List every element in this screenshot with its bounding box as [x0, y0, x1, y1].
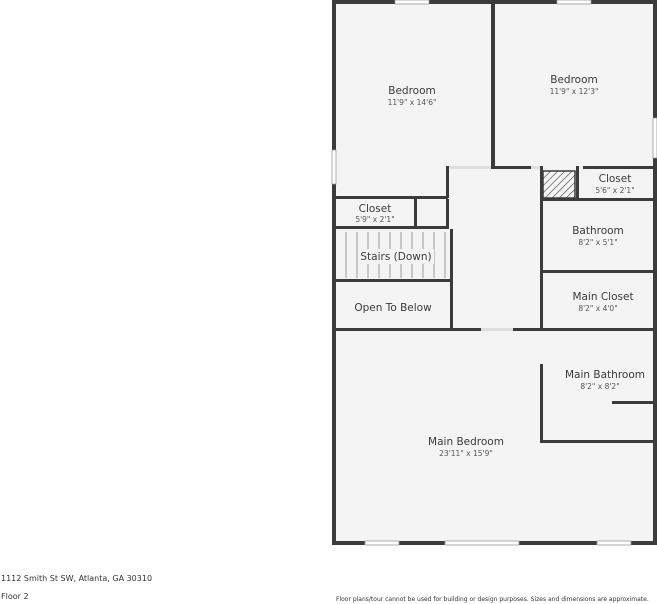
door-openings: [449, 166, 540, 331]
room-name-main-bathroom: Main Bathroom: [565, 369, 645, 381]
room-dims-closet-right: 5'6" x 2'1": [595, 186, 634, 195]
room-name-main-closet: Main Closet: [572, 291, 633, 303]
room-dims-closet-left: 5'9" x 2'1": [355, 215, 394, 224]
windows: [331, 0, 657, 546]
room-dims-bathroom: 8'2" x 5'1": [578, 238, 617, 247]
hvac-hatch: [542, 170, 576, 199]
interior-walls: [336, 4, 653, 443]
address-label: 1112 Smith St SW, Atlanta, GA 30310: [1, 574, 153, 583]
stairs-label-bg: [358, 249, 434, 264]
room-dims-bedroom-right: 11'9" x 12'3": [550, 87, 599, 96]
room-dims-main-closet: 8'2" x 4'0": [578, 304, 617, 313]
room-name-bathroom: Bathroom: [572, 225, 624, 237]
room-dims-bedroom-left: 11'9" x 14'6": [388, 98, 437, 107]
room-name-main-bedroom: Main Bedroom: [428, 436, 504, 448]
room-name-stairs: Stairs (Down): [360, 251, 431, 263]
room-name-closet-left: Closet: [359, 203, 392, 215]
room-dims-main-bedroom: 23'11" x 15'9": [439, 449, 493, 458]
disclaimer-text: Floor plans/tour cannot be used for buil…: [336, 596, 649, 603]
room-name-closet-right: Closet: [599, 173, 632, 185]
floor-label: Floor 2: [1, 592, 29, 601]
room-dims-main-bathroom: 8'2" x 8'2": [580, 382, 619, 391]
room-name-bedroom-left: Bedroom: [388, 85, 436, 97]
room-name-bedroom-right: Bedroom: [550, 74, 598, 86]
room-name-open-to-below: Open To Below: [354, 302, 432, 314]
